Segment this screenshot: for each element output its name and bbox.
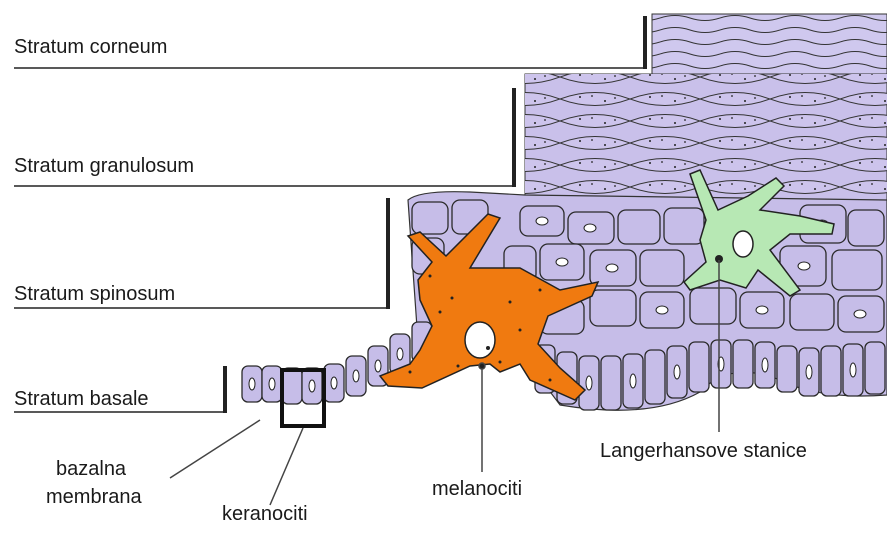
label-stratum-granulosum: Stratum granulosum bbox=[14, 155, 194, 178]
label-bazalna: bazalna bbox=[56, 458, 126, 481]
label-langerhansove-stanice: Langerhansove stanice bbox=[600, 440, 807, 463]
label-membrana: membrana bbox=[46, 486, 142, 509]
label-keranociti: keranociti bbox=[222, 503, 308, 526]
label-stratum-basale: Stratum basale bbox=[14, 388, 149, 411]
label-melanociti: melanociti bbox=[432, 478, 522, 501]
label-stratum-spinosum: Stratum spinosum bbox=[14, 283, 175, 306]
stratum-corneum-tissue bbox=[652, 14, 887, 79]
label-stratum-corneum: Stratum corneum bbox=[14, 36, 167, 59]
